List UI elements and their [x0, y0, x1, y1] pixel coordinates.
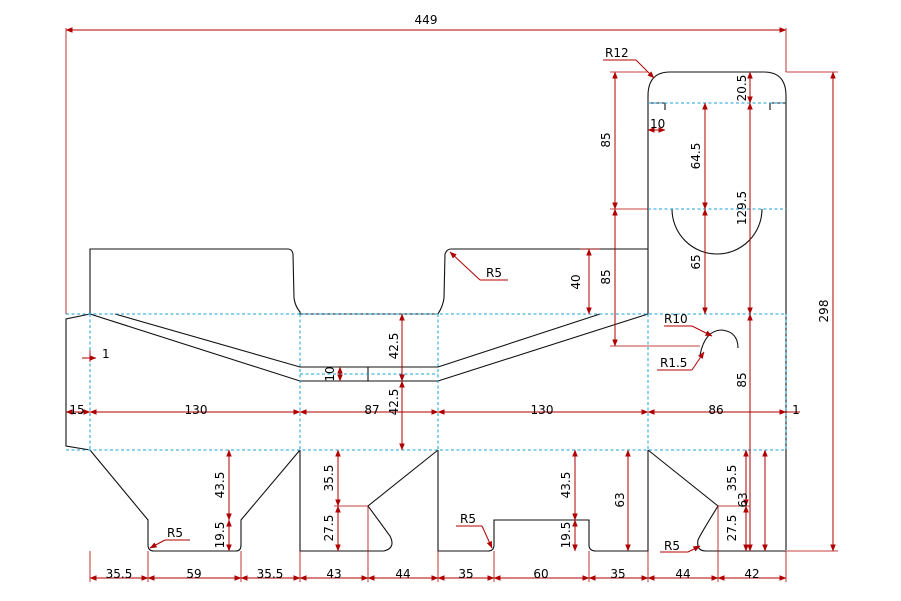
inner-slant-right-2	[437, 313, 601, 368]
dim-center-slot: 10	[323, 366, 337, 381]
label-r5-flap4: R5	[664, 539, 680, 553]
inner-slant-right	[437, 313, 649, 382]
dim-panel-3: 130	[531, 403, 554, 417]
dim-bottom-3: 43	[326, 567, 341, 581]
top-flap-left	[89, 248, 301, 314]
tuck-tab-right	[769, 102, 786, 110]
dim-flap3-19-5: 19.5	[559, 522, 573, 549]
dim-bottom-6: 60	[533, 567, 548, 581]
dim-total-width: 449	[415, 13, 438, 27]
dim-handle-129-5: 129.5	[735, 191, 749, 225]
dim-flap3-63: 63	[613, 492, 627, 507]
dim-flap2-27-5: 27.5	[322, 515, 336, 542]
dim-panel-1: 130	[185, 403, 208, 417]
label-r12: R12	[605, 46, 629, 60]
dim-glue-flap: 15	[69, 403, 84, 417]
dim-handle-64-5: 64.5	[689, 143, 703, 170]
dim-total-height: 298	[817, 300, 831, 323]
dim-small-offset: 1	[102, 347, 110, 361]
dim-flap2-35-5: 35.5	[322, 465, 336, 492]
dim-panel-4: 86	[708, 403, 723, 417]
radius-callouts: R12 R5 R10 R1.5 R5 R5 R5	[149, 46, 713, 553]
dim-center-bottom: 42.5	[387, 389, 401, 416]
dim-bottom-9: 42	[744, 567, 759, 581]
dim-bottom-5: 35	[458, 567, 473, 581]
label-r1-5: R1.5	[660, 356, 687, 370]
dim-top-radius: 20.5	[735, 75, 749, 102]
handle-cutout	[671, 208, 763, 255]
dim-flap4-35-5: 35.5	[725, 465, 739, 492]
dim-flap4-27-5: 27.5	[725, 515, 739, 542]
thumb-notch	[699, 329, 739, 356]
fold-lines	[66, 102, 787, 451]
bottom-flap-1	[89, 449, 301, 552]
inner-slant-left	[89, 313, 438, 382]
dim-bottom-2: 35.5	[257, 567, 284, 581]
dim-top-flap-height: 40	[569, 274, 583, 289]
dim-right-lower-85: 85	[735, 372, 749, 387]
bottom-flap-2	[299, 449, 439, 552]
dim-flap1-43-5: 43.5	[213, 472, 227, 499]
dim-center-top: 42.5	[387, 333, 401, 360]
dim-flap4-63: 63	[736, 492, 750, 507]
bottom-flap-4	[647, 449, 786, 552]
dim-bottom-8: 44	[675, 567, 690, 581]
label-r10: R10	[664, 312, 688, 326]
dim-tab-10: 10	[650, 117, 665, 131]
dim-flap1-19-5: 19.5	[213, 522, 227, 549]
tuck-tab-left	[648, 102, 666, 110]
dim-bottom-1: 59	[186, 567, 201, 581]
label-r5-top: R5	[486, 266, 502, 280]
dim-panel-2: 87	[364, 403, 379, 417]
dimension-lines: 449 298 15 130 87 130 86 1 1 40 42.5 42.…	[65, 13, 838, 582]
label-r5-flap1: R5	[167, 526, 183, 540]
dim-bottom-0: 35.5	[106, 567, 133, 581]
bottom-dimension-row: 35.5 59 35.5 43 44 35 60 35 44 42	[89, 506, 787, 582]
top-flap-right	[437, 248, 648, 315]
tuck-panel-outline	[647, 71, 787, 314]
dim-right-upper-85: 85	[599, 132, 613, 147]
dim-flap3-43-5: 43.5	[559, 472, 573, 499]
glue-flap-outline	[65, 313, 91, 451]
inner-slant-left-2	[114, 313, 438, 368]
dim-bottom-7: 35	[610, 567, 625, 581]
dim-edge-offset: 1	[792, 403, 800, 417]
dim-bottom-4: 44	[395, 567, 410, 581]
bottom-flap-3	[437, 450, 649, 552]
dim-right-mid-85: 85	[599, 269, 613, 284]
label-r5-flap3: R5	[460, 512, 476, 526]
dim-handle-65: 65	[689, 254, 703, 269]
